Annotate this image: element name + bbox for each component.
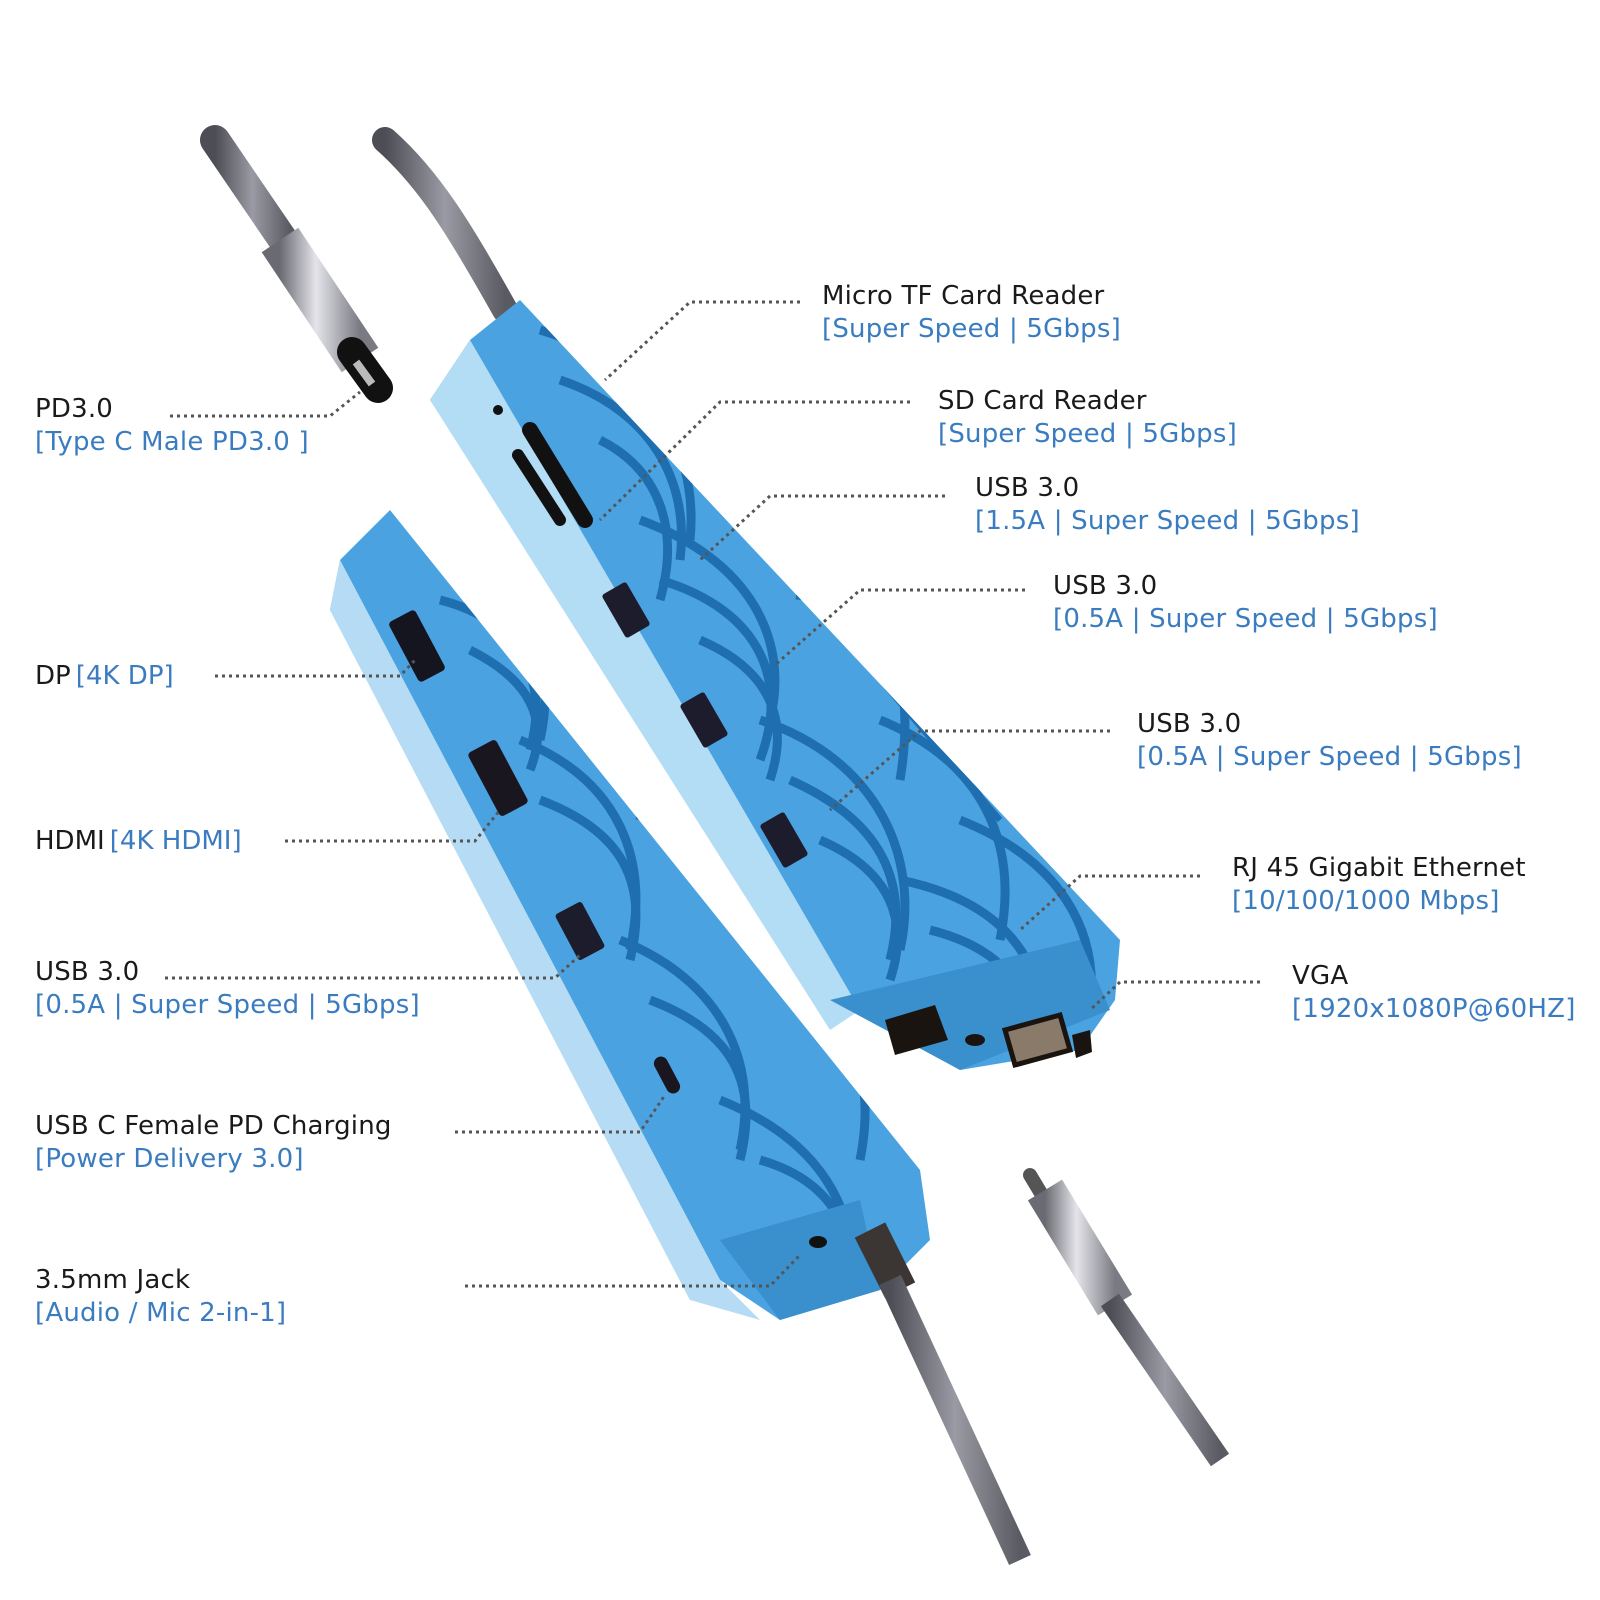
port-title: HDMI: [35, 826, 105, 856]
audio-jack-icon: [809, 1236, 827, 1248]
audio-led-icon: [965, 1034, 985, 1046]
label-sd-card-reader: SD Card Reader [Super Speed | 5Gbps]: [938, 385, 1237, 450]
sd-slot-icon: [522, 422, 593, 528]
port-title: RJ 45 Gigabit Ethernet: [1232, 853, 1526, 883]
label-usb3-0-5a-upper: USB 3.0 [0.5A | Super Speed | 5Gbps]: [1053, 570, 1438, 635]
label-usb3-left: USB 3.0 [0.5A | Super Speed | 5Gbps]: [35, 956, 420, 1021]
port-title: USB C Female PD Charging: [35, 1111, 392, 1141]
upstream-cable-icon: [372, 127, 518, 323]
port-spec: [Type C Male PD3.0 ]: [35, 426, 309, 457]
label-usb3-0-5a-lower: USB 3.0 [0.5A | Super Speed | 5Gbps]: [1137, 708, 1522, 773]
port-spec: [0.5A | Super Speed | 5Gbps]: [1137, 741, 1522, 772]
port-spec: [4K DP]: [75, 661, 174, 691]
port-title: USB 3.0: [1053, 571, 1158, 601]
label-micro-tf-card-reader: Micro TF Card Reader [Super Speed | 5Gbp…: [822, 280, 1121, 345]
port-title: Micro TF Card Reader: [822, 281, 1105, 311]
port-spec: [4K HDMI]: [109, 826, 242, 856]
port-spec: [1920x1080P@60HZ]: [1292, 993, 1576, 1024]
port-title: USB 3.0: [35, 957, 140, 987]
label-vga: VGA [1920x1080P@60HZ]: [1292, 960, 1576, 1025]
usb-c-male-cable-icon: [1023, 1168, 1230, 1467]
port-spec: [Power Delivery 3.0]: [35, 1143, 304, 1174]
port-title: SD Card Reader: [938, 386, 1147, 416]
usb-a-port-icon: [555, 902, 605, 960]
label-audio-jack: 3.5mm Jack [Audio / Mic 2-in-1]: [35, 1264, 286, 1329]
usb-a-port-icon: [602, 582, 650, 638]
port-spec: [0.5A | Super Speed | 5Gbps]: [35, 989, 420, 1020]
label-pd30: PD3.0 [Type C Male PD3.0 ]: [35, 393, 309, 458]
label-rj45-ethernet: RJ 45 Gigabit Ethernet [10/100/1000 Mbps…: [1232, 852, 1526, 917]
rj45-port-icon: [885, 1005, 948, 1055]
port-title: 3.5mm Jack: [35, 1265, 191, 1295]
port-title: USB 3.0: [975, 473, 1080, 503]
port-title: PD3.0: [35, 394, 114, 424]
pd-male-cable-icon: [200, 125, 393, 403]
port-spec: [Super Speed | 5Gbps]: [938, 418, 1237, 449]
port-title: DP: [35, 661, 71, 691]
port-title: VGA: [1292, 961, 1349, 991]
port-spec: [Audio / Mic 2-in-1]: [35, 1297, 287, 1328]
usb-a-port-icon: [760, 812, 808, 868]
indicator-led-icon: [493, 405, 503, 415]
microsd-slot-icon: [512, 449, 566, 526]
port-title: USB 3.0: [1137, 709, 1242, 739]
usb-c-port-icon: [653, 1056, 681, 1094]
hdmi-port-icon: [468, 740, 528, 816]
port-spec: [10/100/1000 Mbps]: [1232, 885, 1500, 916]
label-usb3-1-5a: USB 3.0 [1.5A | Super Speed | 5Gbps]: [975, 472, 1360, 537]
port-spec: [Super Speed | 5Gbps]: [822, 313, 1121, 344]
bottom-cable-icon: [879, 1274, 1031, 1566]
label-usb-c-female: USB C Female PD Charging [Power Delivery…: [35, 1110, 392, 1175]
label-dp: DP [4K DP]: [35, 660, 174, 693]
usb-a-port-icon: [680, 692, 728, 748]
port-spec: [1.5A | Super Speed | 5Gbps]: [975, 505, 1360, 536]
leader-lines: [165, 300, 1260, 1288]
label-hdmi: HDMI [4K HDMI]: [35, 825, 242, 858]
port-spec: [0.5A | Super Speed | 5Gbps]: [1053, 603, 1438, 634]
dp-port-icon: [389, 610, 445, 682]
vga-port-icon: [1001, 1011, 1074, 1069]
